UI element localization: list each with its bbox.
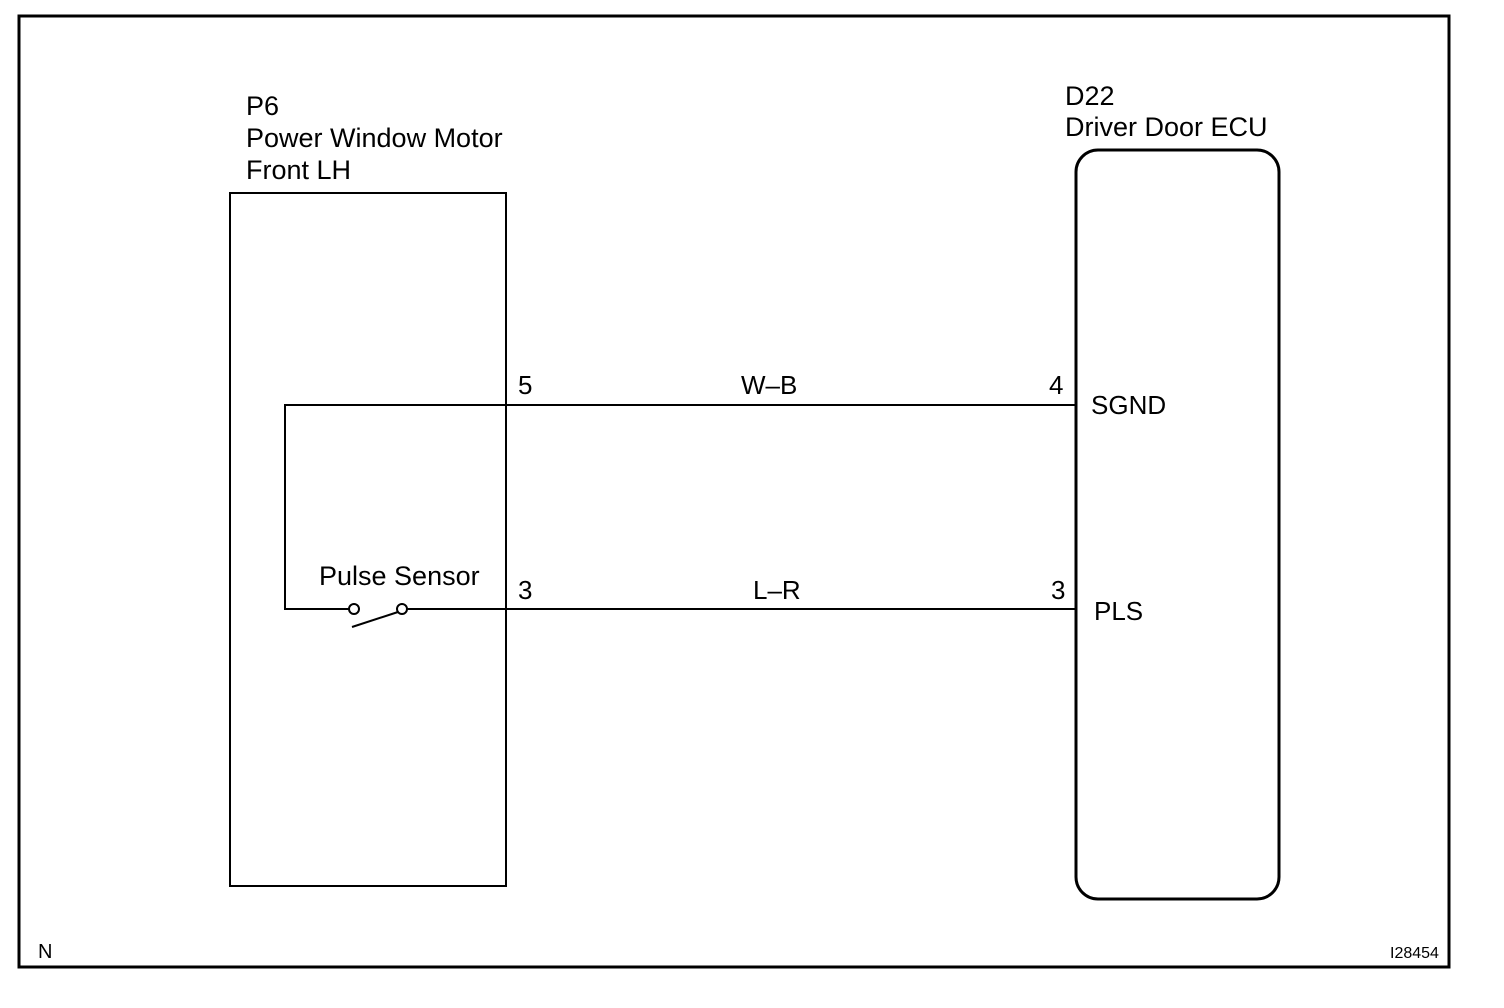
wire-lr-to-pin: 3 <box>1051 575 1065 605</box>
wire-wb-from-pin: 5 <box>518 370 532 400</box>
wire-wb-to-pin: 4 <box>1049 370 1063 400</box>
wire-wb-color: W–B <box>741 370 797 400</box>
terminal-pls: PLS <box>1094 596 1143 626</box>
motor-code: P6 <box>246 91 279 121</box>
switch-contact-left <box>348 603 360 615</box>
wire-lr-from-pin: 3 <box>518 575 532 605</box>
motor-name-line1: Power Window Motor <box>246 123 503 153</box>
ecu-name: Driver Door ECU <box>1065 112 1268 142</box>
diagram-frame <box>17 14 1451 969</box>
ecu-code: D22 <box>1065 81 1115 111</box>
pulse-sensor-label: Pulse Sensor <box>319 561 480 591</box>
switch-contact-right <box>396 603 408 615</box>
motor-name-line2: Front LH <box>246 155 351 185</box>
footer-left-code: N <box>38 941 52 963</box>
wire-lr-color: L–R <box>753 575 801 605</box>
switch-blade <box>351 611 399 628</box>
terminal-sgnd: SGND <box>1091 390 1166 420</box>
sensor-loop-wire <box>284 404 506 610</box>
figure-id: I28454 <box>1390 945 1439 962</box>
motor-box <box>229 192 507 887</box>
ecu-box <box>1074 148 1281 901</box>
